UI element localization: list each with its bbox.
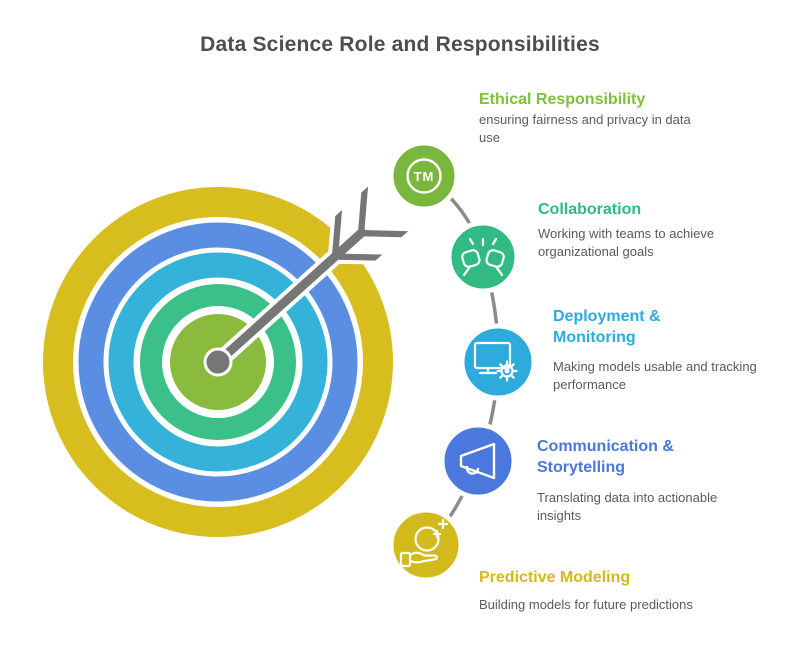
fist-bump-icon	[461, 237, 505, 277]
target-ring-emerald	[140, 284, 296, 440]
bullseye-target	[43, 187, 393, 537]
step-circle-deployment-monitoring	[459, 323, 537, 401]
step-desc-predictive-modeling: Building models for future predictions	[479, 597, 693, 612]
step-label-predictive-modeling: Predictive Modeling	[479, 569, 631, 586]
step-desc-ethical-responsibility: ensuring fairness and privacy in data us…	[479, 112, 691, 145]
svg-text:TM: TM	[414, 169, 435, 184]
step-circle-collaboration	[446, 220, 520, 294]
step-label-deployment-monitoring: Deployment & Monitoring	[553, 308, 661, 347]
hand-prediction-icon	[399, 518, 449, 568]
monitor-gear-icon	[473, 341, 518, 382]
step-label-ethical-responsibility: Ethical Responsibility	[479, 91, 646, 108]
step-circle-predictive-modeling	[388, 507, 464, 583]
arrow-shaft	[216, 229, 366, 364]
arrow-impact-dot	[203, 347, 233, 377]
target-ring-cyan	[108, 252, 328, 472]
arrow-icon	[203, 179, 416, 377]
step-desc-communication-storytelling: Translating data into actionable insight…	[537, 490, 718, 523]
step-circle-communication-storytelling	[439, 422, 517, 500]
step-desc-collaboration: Working with teams to achieve organizati…	[538, 226, 715, 259]
megaphone-icon	[459, 442, 496, 480]
step-circle-ethical-responsibility: TM	[388, 140, 460, 212]
target-ring-blue	[78, 222, 358, 502]
page-title: Data Science Role and Responsibilities	[200, 33, 600, 56]
step-desc-deployment-monitoring: Making models usable and tracking perfor…	[553, 359, 757, 392]
target-ring-yellow	[43, 187, 393, 537]
step-label-communication-storytelling: Communication & Storytelling	[537, 438, 674, 477]
step-label-collaboration: Collaboration	[538, 201, 642, 218]
trademark-icon: TM	[406, 158, 442, 194]
